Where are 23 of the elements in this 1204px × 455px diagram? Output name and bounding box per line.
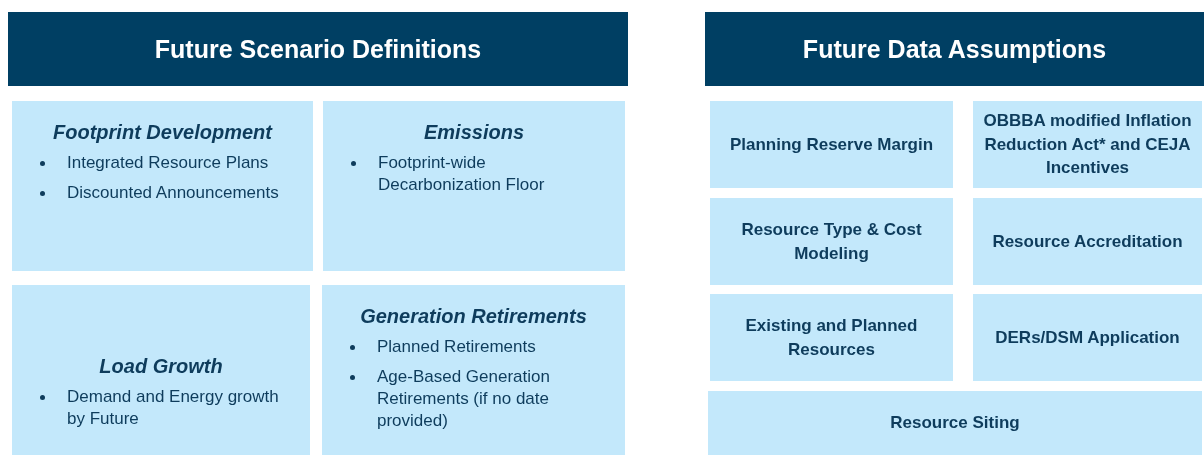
- category-card: [12, 285, 310, 455]
- assumption-box: Resource Accreditation: [973, 198, 1202, 285]
- card-heading: Footprint Development: [52, 121, 274, 144]
- assumption-box: Resource Type & Cost Modeling: [710, 198, 953, 285]
- assumption-box: Resource Siting: [708, 391, 1202, 455]
- bullet-text: Age-Based Generation Retirements (if no date provided): [377, 366, 551, 433]
- card-heading: Load Growth: [98, 355, 224, 378]
- section-header: Future Data Assumptions: [705, 12, 1204, 86]
- assumption-box: DERs/DSM Application: [973, 294, 1202, 381]
- card-heading: Generation Retirements: [359, 305, 588, 328]
- bullet-text: Planned Retirements: [377, 336, 536, 358]
- category-card: [12, 101, 313, 271]
- category-card: [322, 285, 625, 455]
- bullet-text: Integrated Resource Plans: [67, 152, 269, 174]
- bullet-text: Discounted Announcements: [67, 182, 279, 205]
- category-card: [323, 101, 625, 271]
- assumption-box: OBBBA modified Inflation Reduction Act* and CEJA Incentives: [973, 101, 1202, 188]
- card-heading: Emissions: [422, 121, 525, 144]
- assumption-box: Planning Reserve Margin: [710, 101, 953, 188]
- section-header: Future Scenario Definitions: [8, 12, 628, 86]
- bullet-text: Demand and Energy growth by Future: [67, 386, 280, 431]
- assumption-box: Existing and Planned Resources: [710, 294, 953, 381]
- bullet-text: Footprint-wide Decarbonization Floor: [378, 152, 546, 197]
